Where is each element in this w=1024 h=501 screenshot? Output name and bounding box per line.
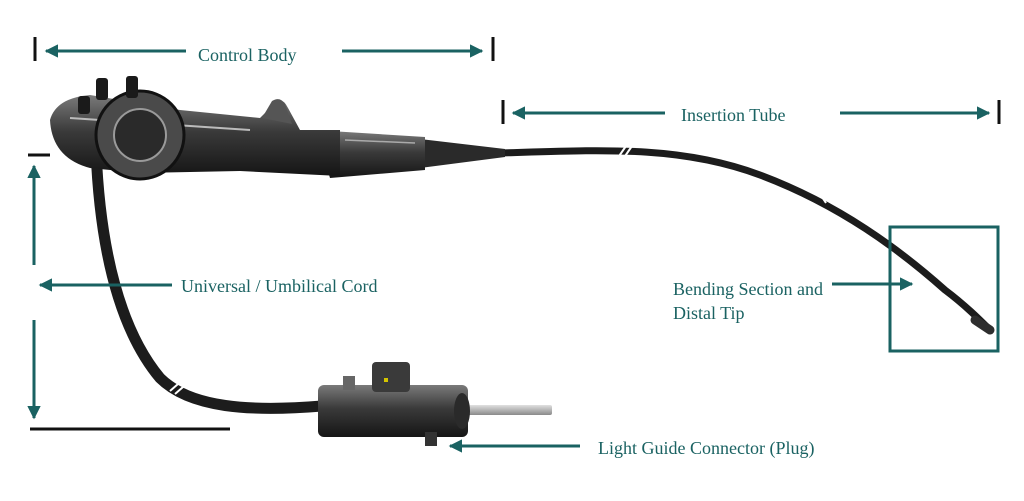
angulation-knob-inner [113,108,167,162]
strain-relief [420,139,505,168]
cord-break-mark-2 [174,379,192,395]
control-button-2 [126,76,138,98]
control-boot [326,131,425,178]
tube-depth-mark [821,196,827,204]
connector-ring [454,393,470,429]
control-button-3 [78,96,90,114]
cord-break-mark-1 [169,376,187,392]
connector-port [425,432,437,446]
air-nipple [343,376,355,390]
biopsy-port [262,99,292,124]
tube-break-mark-1 [614,145,627,163]
connector-indicator [384,378,388,382]
control-button-1 [96,78,108,100]
umbilical-cord [90,144,328,414]
control-body-label: Control Body [198,45,297,65]
umbilical-cord-label: Universal / Umbilical Cord [181,276,378,296]
control-body [50,95,340,176]
connector-cap [372,362,410,392]
insertion-tube [496,147,994,334]
bending-section-box [888,225,1000,353]
connector-body [318,385,468,437]
bending-section-tip [970,315,995,335]
bending-section-label-line2: Distal Tip [673,303,745,323]
light-guide-rod [466,405,552,415]
tube-break-mark-2 [620,145,633,163]
light-guide-label: Light Guide Connector (Plug) [598,438,815,458]
boot-highlight [344,139,416,144]
bending-section-label-line1: Bending Section and [673,279,823,299]
insertion-tube-label: Insertion Tube [681,105,786,125]
